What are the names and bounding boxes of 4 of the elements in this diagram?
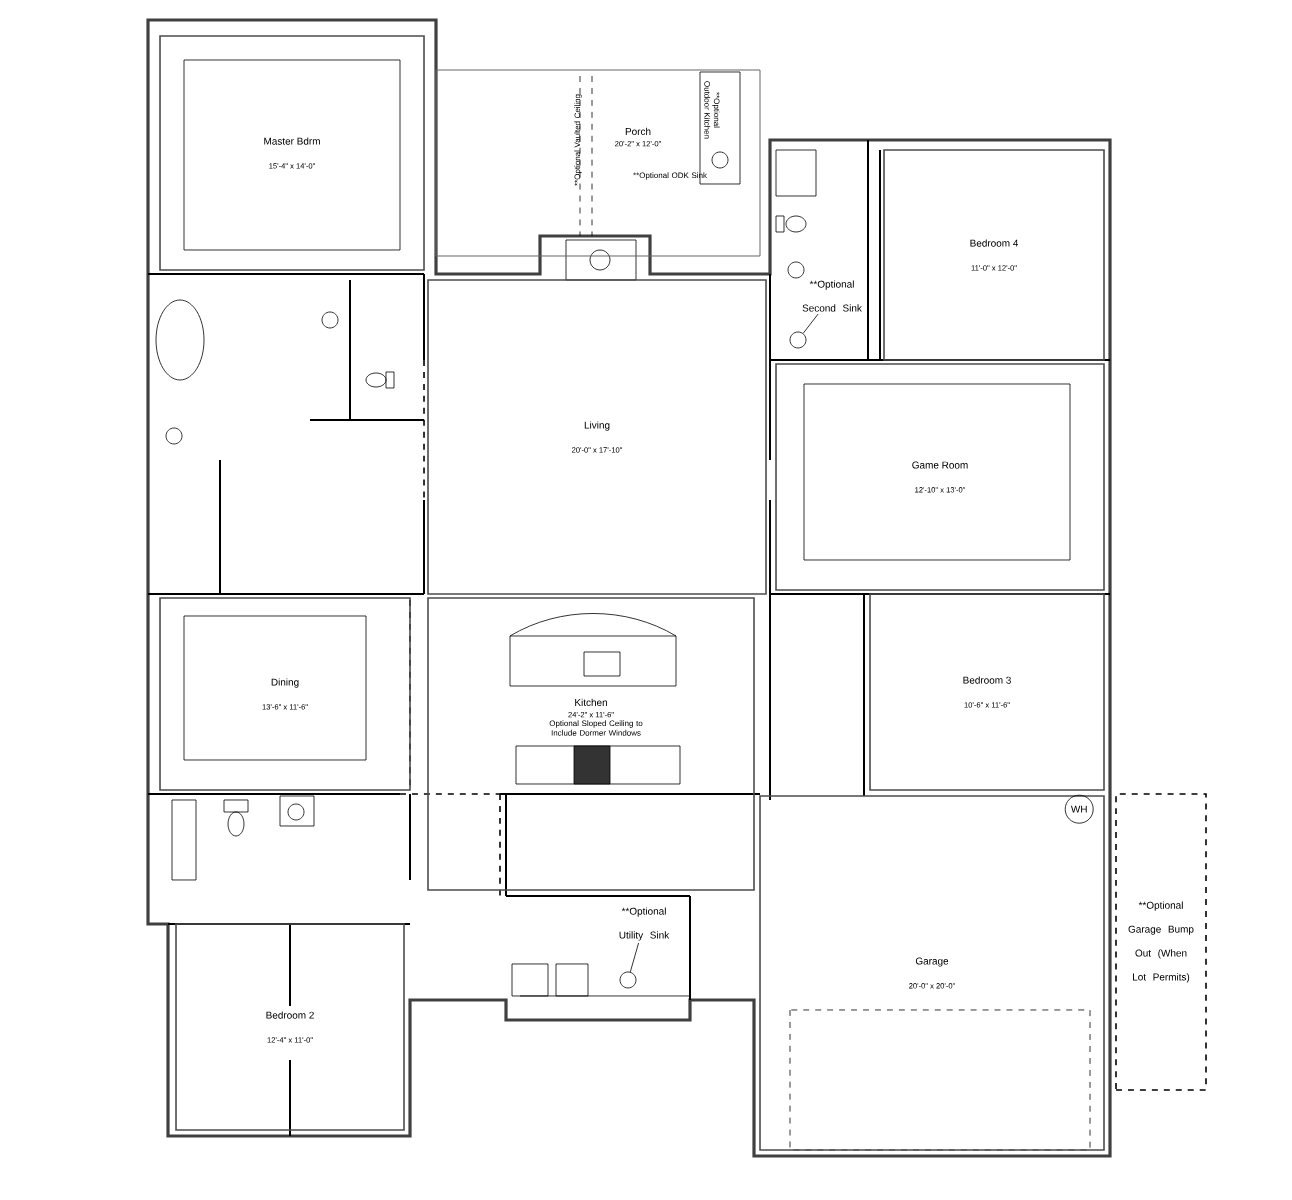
sink-symbol: [789, 331, 807, 349]
leader-line: [802, 313, 819, 334]
sink-symbol: [619, 971, 637, 989]
leader-line: [629, 942, 639, 973]
